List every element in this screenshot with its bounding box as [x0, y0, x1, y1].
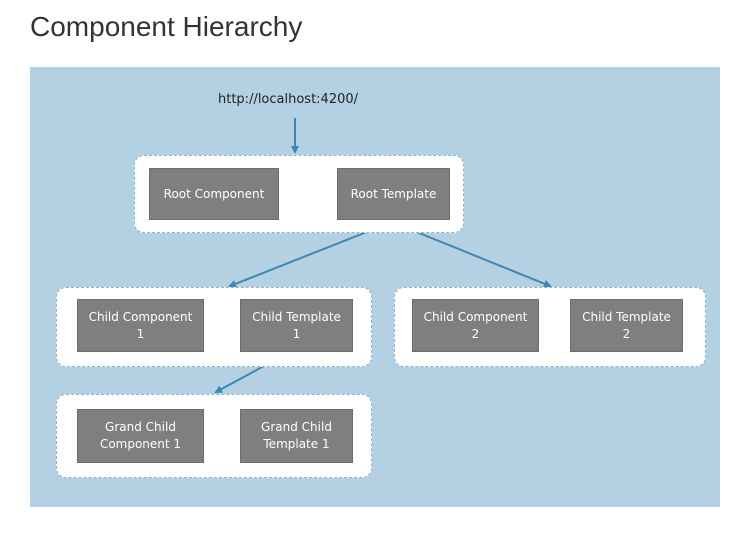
root-component-node: Root Component: [149, 168, 279, 220]
root-template-node: Root Template: [337, 168, 450, 220]
page-title: Component Hierarchy: [30, 11, 303, 42]
component-hierarchy-diagram: http://localhost:4200/ Root Component Ro…: [30, 67, 720, 507]
child-template-2-node: Child Template 2: [570, 299, 683, 352]
grand-child-component-1-node: Grand Child Component 1: [77, 409, 204, 463]
grand-child-template-1-node: Grand Child Template 1: [240, 409, 353, 463]
child-component-1-node: Child Component 1: [77, 299, 204, 352]
url-label: http://localhost:4200/: [218, 92, 359, 107]
child-component-2-node: Child Component 2: [412, 299, 539, 352]
child-template-1-node: Child Template 1: [240, 299, 353, 352]
